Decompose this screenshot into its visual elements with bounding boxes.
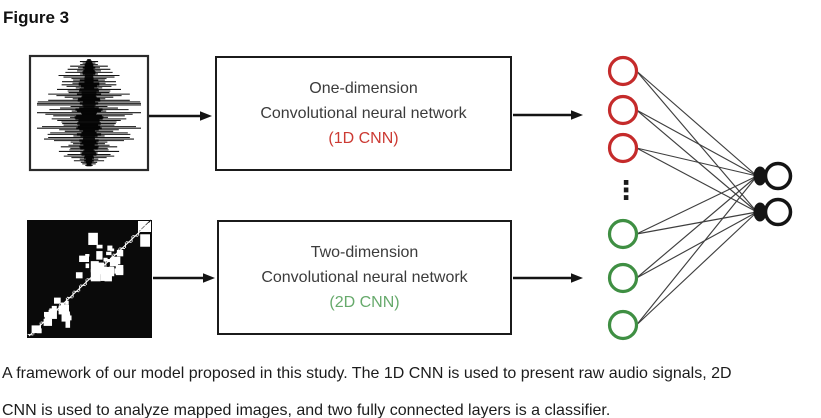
cnn-1d-box-line-3: (1D CNN) (328, 130, 399, 147)
input-node-red-3 (607, 132, 639, 164)
input-node-green-1 (607, 218, 639, 250)
output-node-1 (763, 161, 793, 191)
cnn-2d-box: Two-dimension Convolutional neural netwo… (217, 220, 512, 335)
cnn-1d-box-line-1: One-dimension (309, 80, 418, 97)
convergence-blob-1 (753, 166, 767, 186)
caption-line-2: CNN is used to analyze mapped images, an… (2, 402, 611, 418)
cnn-2d-box-line-3: (2D CNN) (329, 294, 400, 311)
arrow-matrix-to-2dcnn (153, 273, 215, 283)
caption-line-1: A framework of our model proposed in thi… (2, 365, 732, 382)
input-node-red-2 (607, 94, 639, 126)
cnn-1d-box-line-2: Convolutional neural network (260, 105, 467, 122)
input-node-green-3 (607, 309, 639, 341)
connection-lines (636, 70, 758, 326)
input-node-red-1 (607, 55, 639, 87)
input-node-green-2 (607, 262, 639, 294)
ellipsis-dots: ⋮ (613, 176, 639, 206)
diagram-canvas: ⋮ (27, 54, 793, 341)
mapped-matrix-image (27, 219, 152, 338)
arrow-waveform-to-1dcnn (149, 111, 212, 121)
arrow-1dcnn-to-nodes (513, 110, 583, 120)
audio-waveform-image (28, 54, 150, 172)
convergence-blob-2 (753, 202, 767, 222)
figure-caption: A framework of our model proposed in thi… (2, 355, 820, 418)
arrow-2dcnn-to-nodes (513, 273, 583, 283)
cnn-1d-box: One-dimension Convolutional neural netwo… (215, 56, 512, 171)
figure-label: Figure 3 (3, 8, 70, 27)
cnn-2d-box-line-1: Two-dimension (310, 244, 419, 261)
cnn-2d-box-line-2: Convolutional neural network (261, 269, 468, 286)
output-node-2 (763, 197, 793, 227)
